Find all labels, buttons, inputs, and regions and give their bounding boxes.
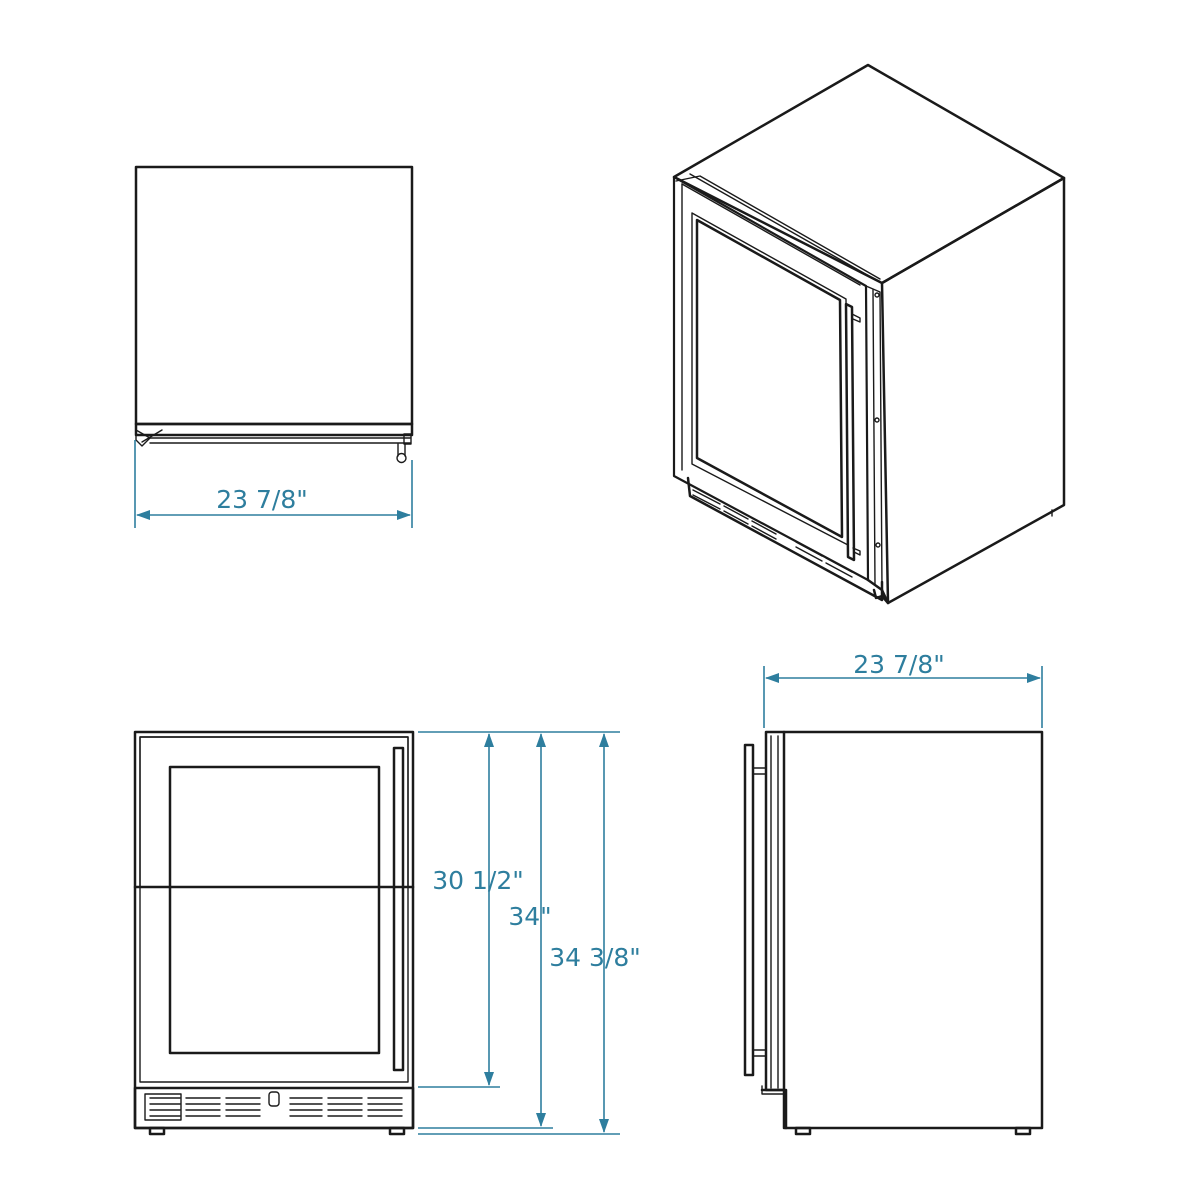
side-view-door [764,730,786,1092]
front-height-body-label: 34" [508,902,551,931]
side-depth-label: 23 7/8" [853,650,945,679]
top-view-body [134,165,414,426]
top-view-handle-knob [396,443,407,464]
front-view-foot-left [148,1126,166,1136]
top-width-label: 23 7/8" [216,485,308,514]
side-view: 23 7/8" [743,650,1044,1136]
isometric-view [672,63,1066,605]
front-view: 30 1/2" 34" 34 3/8" [133,730,641,1136]
iso-door [672,175,870,582]
front-view-foot-right [388,1126,406,1136]
iso-top-face [672,63,1066,285]
side-view-body [782,730,1044,1130]
iso-glass-window [695,218,844,539]
front-height-door-label: 30 1/2" [432,866,524,895]
side-view-handle [743,743,767,1077]
iso-door-handle [844,302,861,562]
iso-kick-plate [866,578,890,605]
side-view-foot-rear [1014,1126,1032,1136]
front-view-grille [133,1086,415,1130]
top-view-hinge [135,429,151,447]
side-view-foot-front [794,1126,812,1136]
top-view: 23 7/8" [134,165,414,528]
front-view-glass-window [168,765,381,1055]
front-view-handle [392,746,405,1072]
top-view-door-edge [134,422,414,437]
front-view-lock-icon [268,1091,280,1107]
iso-side-face [880,176,1066,605]
front-view-body [133,730,415,1130]
front-height-max-label: 34 3/8" [549,943,641,972]
